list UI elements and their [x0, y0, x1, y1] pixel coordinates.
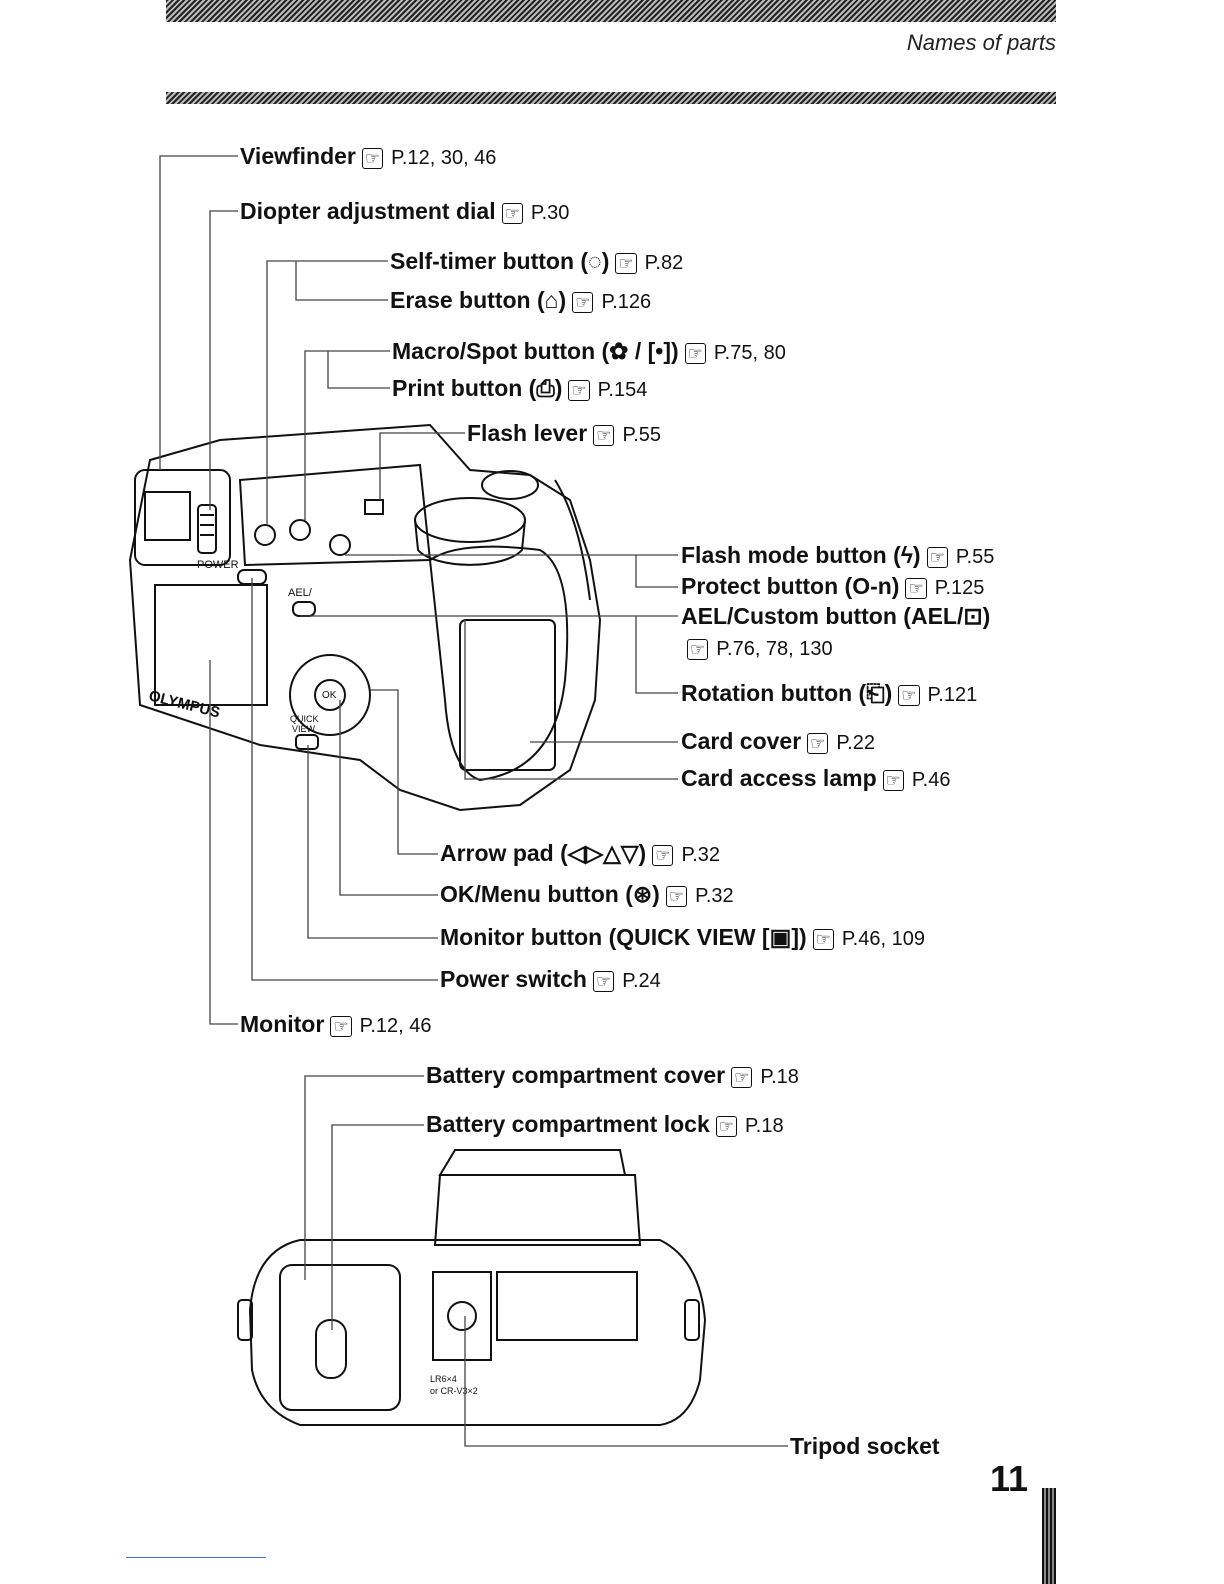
label-self-timer-button: Self-timer button (◌)☞P.82: [390, 248, 684, 274]
callout-lines: [159, 155, 788, 1447]
label-battery-cover: Battery compartment cover☞P.18: [426, 1062, 799, 1088]
label-monitor: Monitor☞P.12, 46: [240, 1011, 432, 1037]
label-flash-mode-button: Flash mode button (ϟ)☞P.55: [681, 542, 995, 568]
battery-alt-text: or CR-V3×2: [430, 1386, 478, 1396]
label-card-cover: Card cover☞P.22: [681, 728, 875, 754]
label-ok-menu-button: OK/Menu button (⊛)☞P.32: [440, 881, 734, 907]
camera-back-illustration: [128, 423, 602, 812]
label-battery-lock: Battery compartment lock☞P.18: [426, 1111, 784, 1137]
label-ael-custom-ref: ☞P.76, 78, 130: [681, 633, 833, 664]
header-stripe: [166, 0, 1056, 22]
label-flash-lever: Flash lever☞P.55: [467, 420, 662, 446]
label-macro-spot-button: Macro/Spot button (✿ / [•])☞P.75, 80: [392, 338, 786, 364]
camera-ok-text: OK: [322, 690, 337, 701]
header-divider: [166, 92, 1056, 104]
camera-ael-text: AEL/: [288, 587, 313, 599]
label-erase-button: Erase button (⌂)☞P.126: [390, 287, 652, 313]
label-protect-button: Protect button (O-n)☞P.125: [681, 573, 985, 599]
footer-rule: [126, 1557, 266, 1558]
battery-type-text: LR6×4: [430, 1374, 457, 1384]
label-rotation-button: Rotation button (⎗)☞P.121: [681, 680, 978, 706]
camera-power-text: POWER: [197, 559, 239, 571]
label-diopter-dial: Diopter adjustment dial☞P.30: [240, 198, 570, 224]
label-monitor-button: Monitor button (QUICK VIEW [▣])☞P.46, 10…: [440, 924, 925, 950]
label-power-switch: Power switch☞P.24: [440, 966, 661, 992]
label-print-button: Print button (⎙)☞P.154: [392, 375, 648, 401]
camera-view-text: VIEW: [292, 724, 316, 734]
label-ael-custom-button: AEL/Custom button (AEL/⊡): [681, 603, 991, 629]
page-edge-tab: [1042, 1488, 1056, 1584]
camera-bottom-illustration: [237, 1149, 707, 1426]
label-arrow-pad: Arrow pad (◁▷△▽)☞P.32: [440, 840, 721, 866]
label-viewfinder: Viewfinder☞P.12, 30, 46: [240, 143, 497, 169]
section-title: Names of parts: [906, 30, 1056, 55]
page-number: 11: [990, 1458, 1029, 1499]
camera-quick-text: QUICK: [290, 714, 319, 724]
label-card-access-lamp: Card access lamp☞P.46: [681, 765, 951, 791]
label-tripod-socket: Tripod socket: [790, 1433, 940, 1459]
